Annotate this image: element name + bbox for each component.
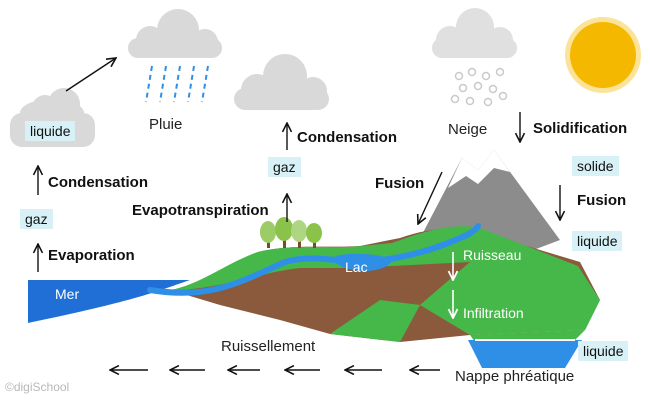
- label-ruisseau: Ruisseau: [463, 247, 522, 263]
- label-evaporation: Evaporation: [48, 247, 135, 264]
- label-solidification: Solidification: [533, 120, 628, 137]
- lake: [332, 253, 392, 271]
- label-fusion-right: Fusion: [577, 192, 627, 209]
- sun-icon: [565, 17, 641, 93]
- aquifer: [468, 340, 582, 368]
- rain-drops: [145, 65, 209, 103]
- state-gaz-mid: gaz: [268, 157, 301, 177]
- label-mer: Mer: [55, 286, 80, 302]
- state-solide: solide: [572, 156, 619, 176]
- label-condensation-left: Condensation: [48, 174, 148, 191]
- cloud-rain: [128, 9, 222, 58]
- label-evapotranspiration: Evapotranspiration: [132, 202, 269, 219]
- arrow-fusion-left: [418, 171, 443, 224]
- cloud-middle: [234, 54, 329, 110]
- label-fusion-left: Fusion: [375, 175, 425, 192]
- label-lac: Lac: [345, 259, 368, 275]
- snowflakes: [450, 67, 508, 107]
- label-pluie: Pluie: [149, 116, 183, 133]
- label-neige: Neige: [448, 121, 488, 138]
- state-liquide-cloud: liquide: [25, 121, 76, 141]
- state-liquide-bottom: liquide: [578, 341, 629, 361]
- sea: [28, 280, 190, 323]
- cloud-snow: [432, 8, 517, 58]
- label-nappe: Nappe phréatique: [455, 368, 575, 385]
- state-gaz-left: gaz: [20, 209, 53, 229]
- trees: [260, 217, 322, 248]
- label-ruissellement: Ruissellement: [221, 338, 316, 355]
- state-liquide-right: liquide: [572, 231, 623, 251]
- process-arrows: [38, 58, 560, 370]
- label-condensation-mid: Condensation: [297, 129, 397, 146]
- watermark: ©digiSchool: [5, 380, 70, 394]
- label-infiltration: Infiltration: [463, 305, 524, 321]
- arrow-to-rain-cloud: [65, 58, 116, 92]
